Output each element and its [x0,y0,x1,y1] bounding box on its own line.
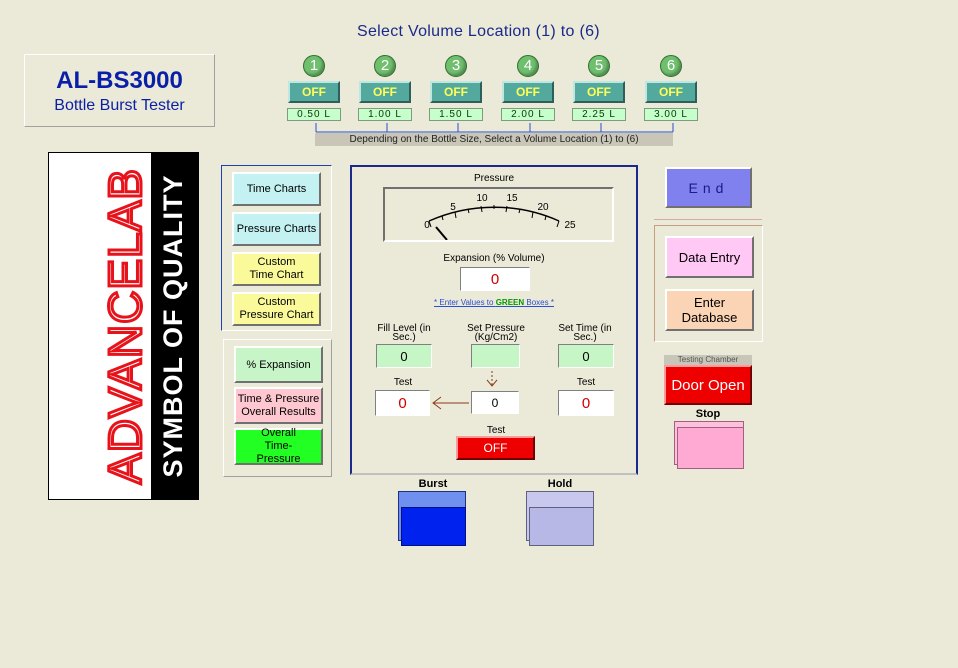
gauge-needle [435,226,448,241]
gauge-tick-0: 0 [424,220,430,231]
stop-label: Stop [695,408,721,420]
hint-green: GREEN [495,298,525,307]
volume-toggle-1[interactable]: OFF [288,81,340,103]
model-name: AL-BS3000 [56,67,183,94]
enter-values-hint: * Enter Values to GREEN Boxes * [352,298,636,307]
product-label-box: AL-BS3000 Bottle Burst Tester [24,54,215,127]
volume-size-2: 1.00 L [358,108,412,121]
test-mid-value: 0 [471,391,519,414]
time-charts-button[interactable]: Time Charts [232,172,321,206]
set-time-input[interactable]: 0 [558,344,614,368]
advancelab-logo: ADVANCELAB SYMBOL OF QUALITY [48,152,199,500]
expansion-value: 0 [460,267,530,291]
volume-toggle-3[interactable]: OFF [430,81,482,103]
expansion-button[interactable]: % Expansion [234,346,323,383]
fill-level-label: Fill Level (in Sec.) [377,323,431,343]
divider [654,219,762,220]
volume-size-4: 2.00 L [501,108,555,121]
tagline-text: SYMBOL OF QUALITY [158,174,188,477]
control-panel: 0 5 10 15 20 25 Pressure Expansion (% Vo… [350,165,638,475]
volume-toggle-6[interactable]: OFF [645,81,697,103]
test-toggle-label: Test [486,425,506,436]
volume-number-1: 1 [303,55,325,77]
volume-size-5: 2.25 L [572,108,626,121]
burst-label: Burst [418,478,448,490]
volume-toggle-4[interactable]: OFF [502,81,554,103]
test-left-value: 0 [375,390,430,416]
enter-database-button[interactable]: Enter Database [665,289,754,331]
stop-button[interactable] [674,421,744,469]
fill-level-input[interactable]: 0 [376,344,432,368]
gauge-tick-20: 20 [537,202,549,213]
expansion-value-text: 0 [490,270,500,288]
time-pressure-results-button[interactable]: Time & Pressure Overall Results [234,387,323,424]
overall-time-pressure-button[interactable]: Overall Time-Pressure [234,427,323,465]
test-mid-value-text: 0 [491,395,499,410]
left-arrow-icon [432,396,469,410]
select-volume-title: Select Volume Location (1) to (6) [357,23,600,40]
data-entry-label: Data Entry [678,249,741,265]
down-arrow-icon [486,371,498,387]
set-time-value: 0 [582,348,590,364]
volume-number-4: 4 [517,55,539,77]
volume-size-6: 3.00 L [644,108,698,121]
product-name: Bottle Burst Tester [54,97,185,114]
door-status: Door Open [664,365,752,405]
pressure-gauge: 0 5 10 15 20 25 [383,187,614,242]
gauge-tick-10: 10 [476,193,488,204]
end-button[interactable]: End [665,167,752,208]
gauge-ticks [428,205,560,228]
set-pressure-input[interactable] [471,344,520,368]
end-button-label: End [688,179,729,196]
data-entry-button[interactable]: Data Entry [665,236,754,278]
volume-number-2: 2 [374,55,396,77]
gauge-tick-15: 15 [506,193,518,204]
volume-number-6: 6 [660,55,682,77]
test-toggle-state: OFF [483,441,508,455]
volume-number-3: 3 [445,55,467,77]
door-status-text: Door Open [671,376,745,394]
volume-size-3: 1.50 L [429,108,483,121]
testing-chamber-title: Testing Chamber [664,355,752,365]
test-toggle-button[interactable]: OFF [456,436,535,460]
test-right-value-text: 0 [581,394,591,412]
custom-time-chart-button[interactable]: Custom Time Chart [232,252,321,286]
test-left-label: Test [393,377,413,388]
volume-toggle-2[interactable]: OFF [359,81,411,103]
test-left-value-text: 0 [398,394,407,412]
results-menu-panel: % Expansion Time & Pressure Overall Resu… [223,339,332,477]
gauge-tick-5: 5 [450,202,456,213]
hold-label: Hold [547,478,573,490]
database-panel: Data Entry Enter Database [654,225,763,342]
burst-button[interactable] [398,491,466,546]
charts-menu-panel: Time Charts Pressure Charts Custom Time … [221,165,332,331]
test-right-label: Test [576,377,596,388]
volume-toggle-5[interactable]: OFF [573,81,625,103]
enter-database-label: Enter Database [681,295,738,325]
gauge-title: Pressure [473,173,514,184]
fill-level-value: 0 [400,348,408,364]
pressure-charts-button[interactable]: Pressure Charts [232,212,321,246]
test-right-value: 0 [558,390,614,416]
volume-number-5: 5 [588,55,610,77]
hint-suffix: Boxes * [524,298,554,307]
set-pressure-label: Set Pressure (Kg/Cm2) [467,323,525,343]
custom-pressure-chart-button[interactable]: Custom Pressure Chart [232,292,321,326]
volume-size-1: 0.50 L [287,108,341,121]
hint-prefix: * Enter Values to [434,298,496,307]
gauge-tick-25: 25 [564,220,576,231]
gauge-svg: 0 5 10 15 20 25 [424,193,576,241]
volume-hint: Depending on the Bottle Size, Select a V… [315,133,673,146]
hold-button[interactable] [526,491,594,546]
set-time-label: Set Time (in Sec.) [558,323,612,343]
volume-bracket [315,123,674,133]
brand-text: ADVANCELAB [99,168,151,484]
expansion-label: Expansion (% Volume) [443,253,545,264]
